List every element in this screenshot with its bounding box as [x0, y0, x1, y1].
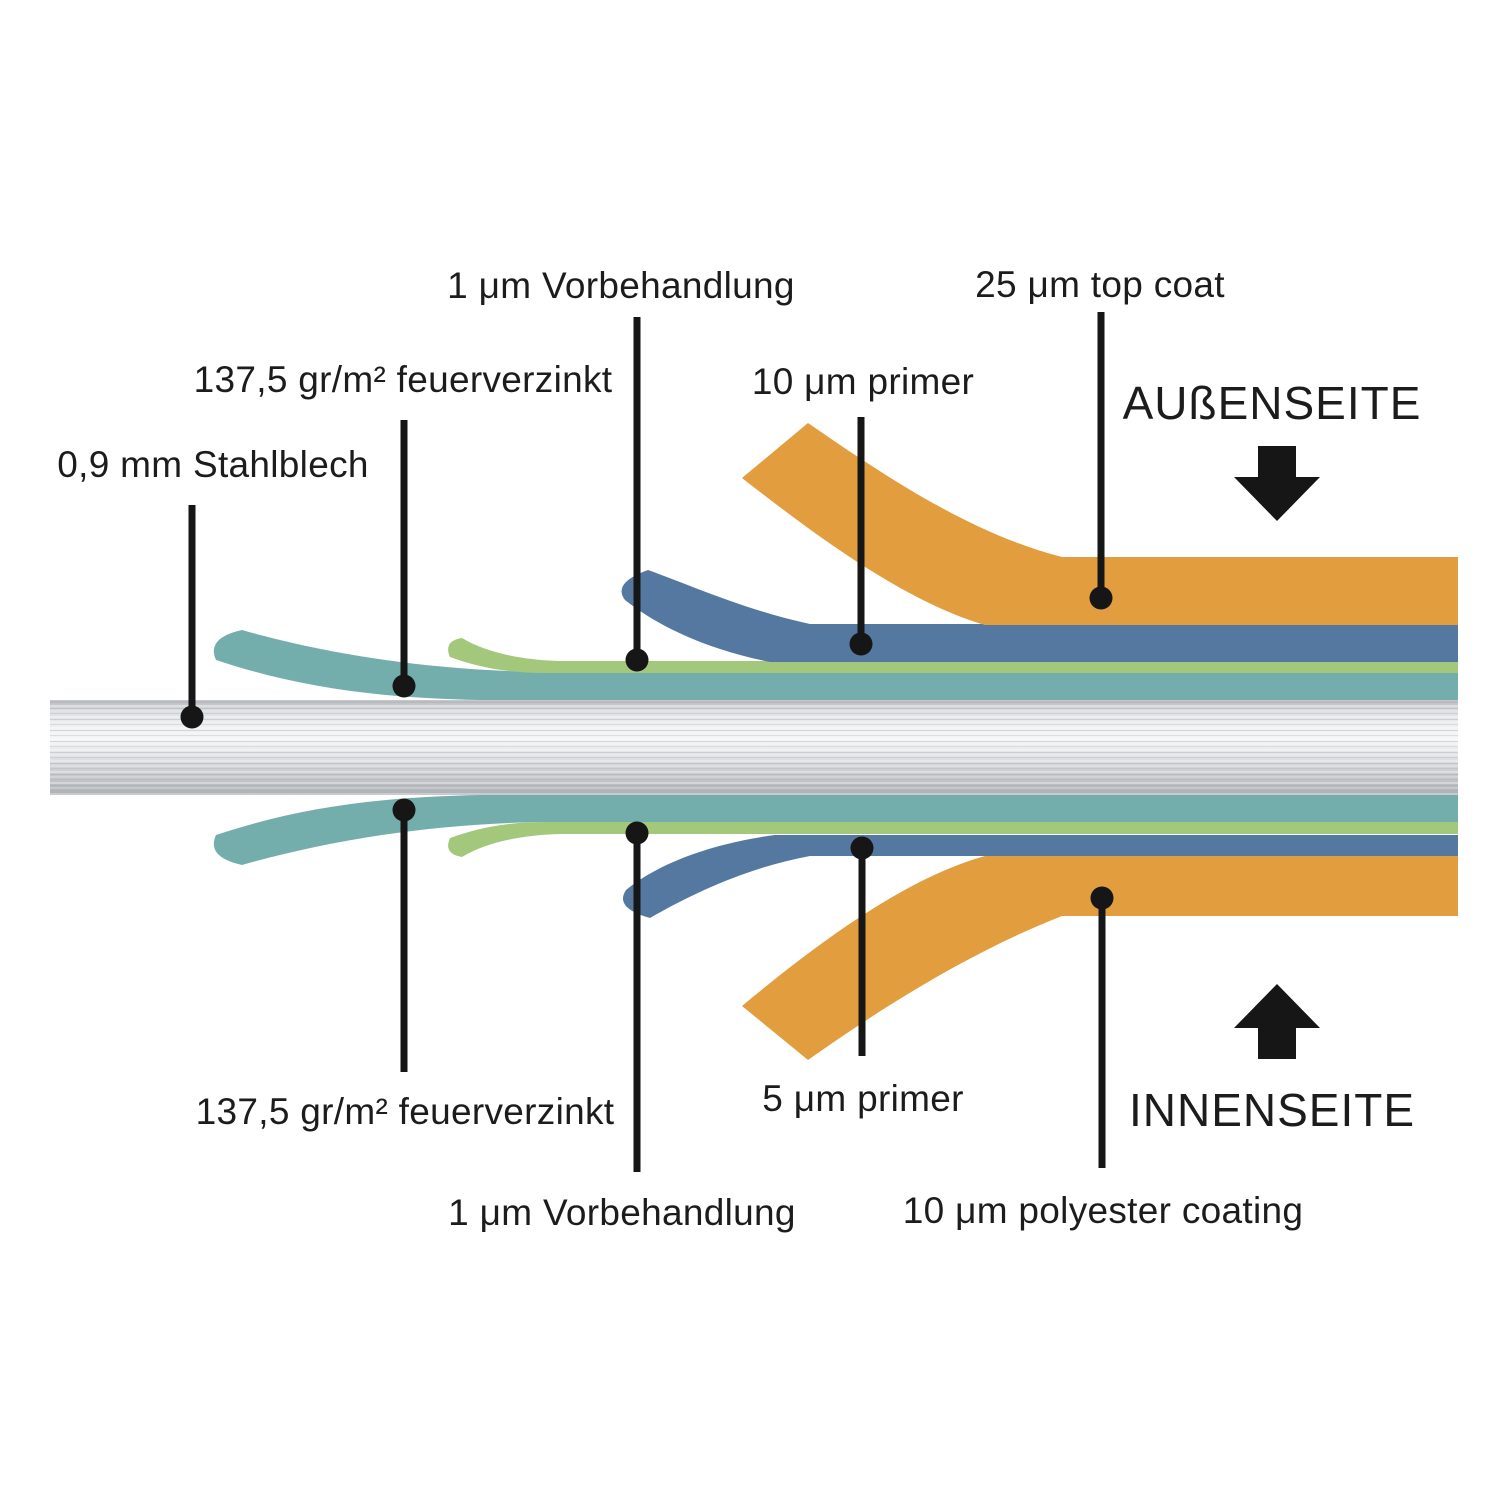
pretreatment-layer-inside	[448, 822, 1459, 857]
stahlblech-callout-dot	[180, 705, 204, 729]
topcoat-callout	[1089, 312, 1113, 610]
polyester-layer-inside	[742, 856, 1458, 1060]
primer-layer-outside	[621, 570, 1458, 662]
primer-outside-callout	[849, 417, 873, 656]
vorbehandlung-inside-label: 1 μm Vorbehandlung	[448, 1192, 796, 1233]
stahlblech-label: 0,9 mm Stahlblech	[57, 444, 369, 485]
topcoat-layer-outside	[742, 423, 1458, 625]
primer-inside-label: 5 μm primer	[762, 1078, 964, 1119]
polyester-label: 10 μm polyester coating	[902, 1190, 1304, 1231]
feuerverzinkt-inside-callout	[392, 798, 416, 1072]
topcoat-callout-dot	[1089, 586, 1113, 610]
topcoat-label: 25 μm top coat	[975, 264, 1225, 305]
vorbehandlung-outside-callout	[625, 317, 649, 672]
vorbehandlung-outside-callout-dot	[625, 648, 649, 672]
zinc-layer-inside	[213, 795, 1459, 865]
zinc-layer-outside	[213, 630, 1459, 700]
feuerverzinkt-inside-callout-dot	[392, 798, 416, 822]
primer-outside-callout-dot	[849, 632, 873, 656]
primer-inside-callout-dot	[850, 836, 874, 860]
steel-sheet	[50, 700, 1458, 795]
feuerverzinkt-inside-label: 137,5 gr/m² feuerverzinkt	[195, 1091, 615, 1132]
feuerverzinkt-outside-callout	[392, 420, 416, 698]
primer-layer-inside	[623, 835, 1458, 918]
aussenseite-label: AUßENSEITE	[1122, 377, 1422, 429]
primer-inside-callout	[850, 836, 874, 1056]
innenseite-label: INNENSEITE	[1128, 1084, 1416, 1136]
vorbehandlung-inside-callout-dot	[625, 821, 649, 845]
vorbehandlung-outside-label: 1 μm Vorbehandlung	[447, 265, 795, 306]
up-arrow-icon	[1234, 984, 1320, 1059]
primer-outside-label: 10 μm primer	[751, 361, 975, 402]
feuerverzinkt-outside-label: 137,5 gr/m² feuerverzinkt	[193, 359, 613, 400]
polyester-callout-dot	[1090, 886, 1114, 910]
pretreatment-layer-outside	[448, 638, 1459, 673]
vorbehandlung-inside-callout	[625, 821, 649, 1172]
stahlblech-callout	[180, 505, 204, 729]
polyester-callout	[1090, 886, 1114, 1168]
down-arrow-icon	[1234, 446, 1320, 521]
feuerverzinkt-outside-callout-dot	[392, 674, 416, 698]
